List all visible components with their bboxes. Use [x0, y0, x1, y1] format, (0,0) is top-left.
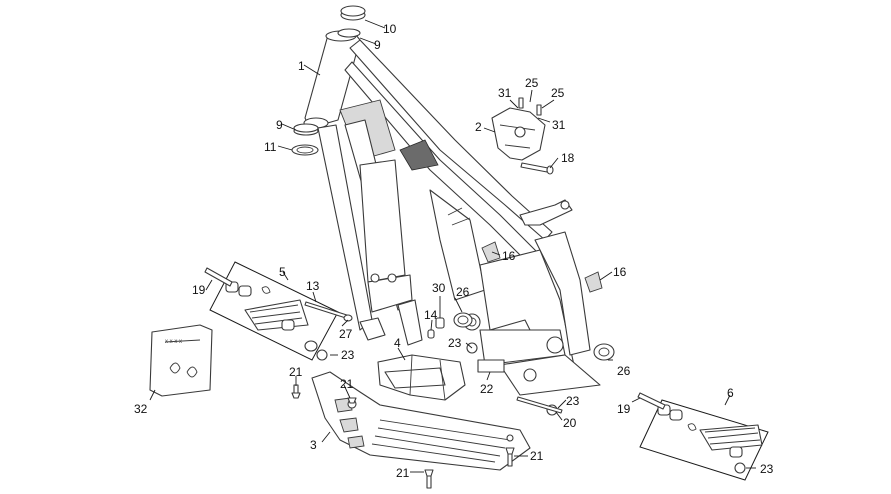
guard-plate — [377, 354, 466, 401]
callout-1: 1 — [298, 59, 305, 73]
bolt-22 — [477, 359, 505, 373]
bearing-rings — [291, 5, 366, 156]
callout-6: 6 — [727, 386, 734, 400]
callout-21-a: 21 — [289, 365, 303, 379]
footpeg-box-right — [639, 399, 769, 481]
callout-9-lower: 9 — [276, 118, 283, 132]
callout-23-far-right: 23 — [760, 462, 774, 476]
callout-25-b: 25 — [551, 86, 565, 100]
callout-19-left: 19 — [192, 283, 206, 297]
callout-14: 14 — [424, 308, 438, 322]
bushing-26-right — [593, 343, 615, 361]
callout-23-left: 23 — [341, 348, 355, 362]
skid-plate — [311, 371, 531, 471]
sticker-text: x x x x — [165, 339, 182, 345]
callout-21-c: 21 — [396, 466, 410, 480]
callout-21-b: 21 — [340, 377, 354, 391]
callout-9-top: 9 — [374, 38, 381, 52]
callout-labels: 10 9 1 9 11 31 25 25 31 2 18 16 16 5 13 … — [134, 22, 774, 480]
callout-19-right: 19 — [617, 402, 631, 416]
callout-10: 10 — [383, 22, 397, 36]
callout-2: 2 — [475, 120, 482, 134]
callout-27: 27 — [339, 327, 353, 341]
bolt-18 — [520, 162, 554, 175]
callout-23-mid: 23 — [448, 336, 462, 350]
callout-16-right: 16 — [613, 265, 627, 279]
bolt-19-right — [637, 392, 666, 410]
leader-lines — [149, 19, 756, 473]
footpeg-box-left — [209, 261, 339, 361]
callout-23-right: 23 — [566, 394, 580, 408]
bolt-20 — [516, 396, 563, 414]
callout-30: 30 — [432, 281, 446, 295]
callout-20: 20 — [563, 416, 577, 430]
frame — [303, 29, 601, 396]
washer-27 — [343, 314, 353, 322]
callout-13: 13 — [306, 279, 320, 293]
callout-4: 4 — [394, 336, 401, 350]
callout-11: 11 — [264, 140, 277, 154]
callout-5: 5 — [279, 265, 286, 279]
callout-31-top: 31 — [498, 86, 512, 100]
bolt-19-left — [204, 267, 233, 287]
callout-3: 3 — [310, 438, 317, 452]
callout-21-d: 21 — [530, 449, 544, 463]
callout-31-right: 31 — [552, 118, 566, 132]
callout-22: 22 — [480, 382, 494, 396]
callout-32: 32 — [134, 402, 148, 416]
sticker-bag: x x x x — [149, 324, 213, 397]
triple-clamp-bracket — [491, 107, 546, 161]
bolts-25 — [518, 97, 542, 116]
callout-26-right: 26 — [617, 364, 631, 378]
bushing-26-left — [453, 312, 473, 328]
callout-26-left: 26 — [456, 285, 470, 299]
callout-25-a: 25 — [525, 76, 539, 90]
callout-16-left: 16 — [502, 249, 516, 263]
washer-30-14 — [427, 317, 445, 339]
clip-16-right — [584, 271, 603, 293]
callout-18: 18 — [561, 151, 575, 165]
